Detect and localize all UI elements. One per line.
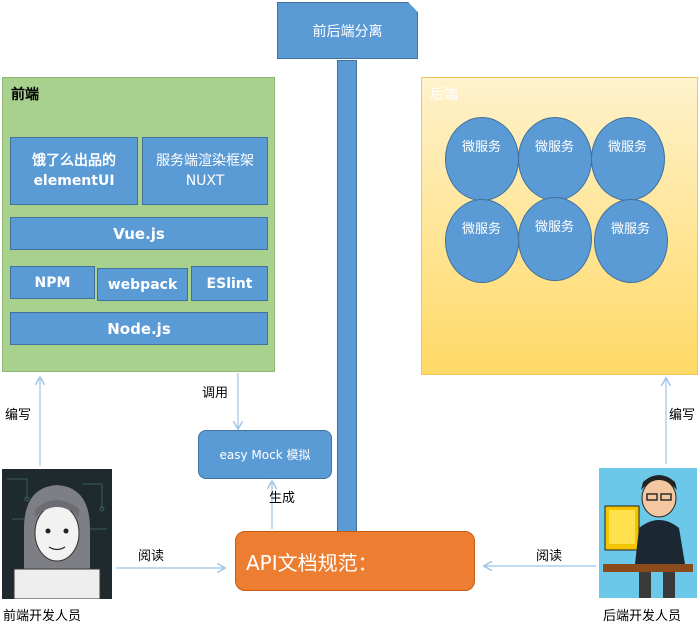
frontend-write-label: 编写 [5,408,32,423]
microservice-node: 微服务 [445,199,519,283]
api-spec-label: API文档规范： [246,550,378,575]
microservice-label: 微服务 [608,140,648,155]
backend-write-label: 编写 [669,408,696,423]
frontend-developer-label: 前端开发人员 [3,609,82,624]
microservice-node: 微服务 [591,117,665,201]
microservice-label: 微服务 [611,222,651,237]
backend-developer-label: 后端开发人员 [603,609,682,624]
separation-banner: 前后端分离 [277,2,418,59]
vue-label: Vue.js [113,224,165,243]
nuxt-box: 服务端渲染框架 NUXT [142,137,268,205]
easy-mock-box: easy Mock 模拟 [198,430,332,479]
nuxt-label: 服务端渲染框架 NUXT [156,153,254,189]
eslint-label: ESlint [206,275,253,292]
microservice-label: 微服务 [462,222,502,237]
microservice-label: 微服务 [535,140,575,155]
microservice-node: 微服务 [518,197,592,281]
easy-mock-label: easy Mock 模拟 [219,448,311,462]
backend-developer-avatar [599,468,697,598]
elementui-label: 饿了么出品的 elementUI [32,153,116,189]
elementui-box: 饿了么出品的 elementUI [10,137,138,205]
api-spec-box: API文档规范： [235,531,475,591]
microservice-label: 微服务 [535,220,575,235]
nodejs-label: Node.js [107,319,171,338]
nodejs-box: Node.js [10,312,268,345]
microservice-node: 微服务 [518,117,592,201]
frontend-read-label: 阅读 [138,549,165,564]
npm-box: NPM [10,266,95,299]
vue-box: Vue.js [10,217,268,250]
webpack-box: webpack [97,268,188,301]
webpack-label: webpack [107,276,178,293]
npm-label: NPM [34,274,71,291]
generate-label: 生成 [269,491,296,506]
microservice-node: 微服务 [594,199,668,283]
frontend-developer-avatar [2,469,112,599]
invoke-label: 调用 [202,386,229,401]
microservice-label: 微服务 [462,140,502,155]
backend-read-label: 阅读 [536,549,563,564]
backend-title: 后端 [430,87,458,103]
eslint-box: ESlint [191,266,268,301]
separation-label: 前后端分离 [312,23,383,40]
frontend-title: 前端 [11,87,39,103]
